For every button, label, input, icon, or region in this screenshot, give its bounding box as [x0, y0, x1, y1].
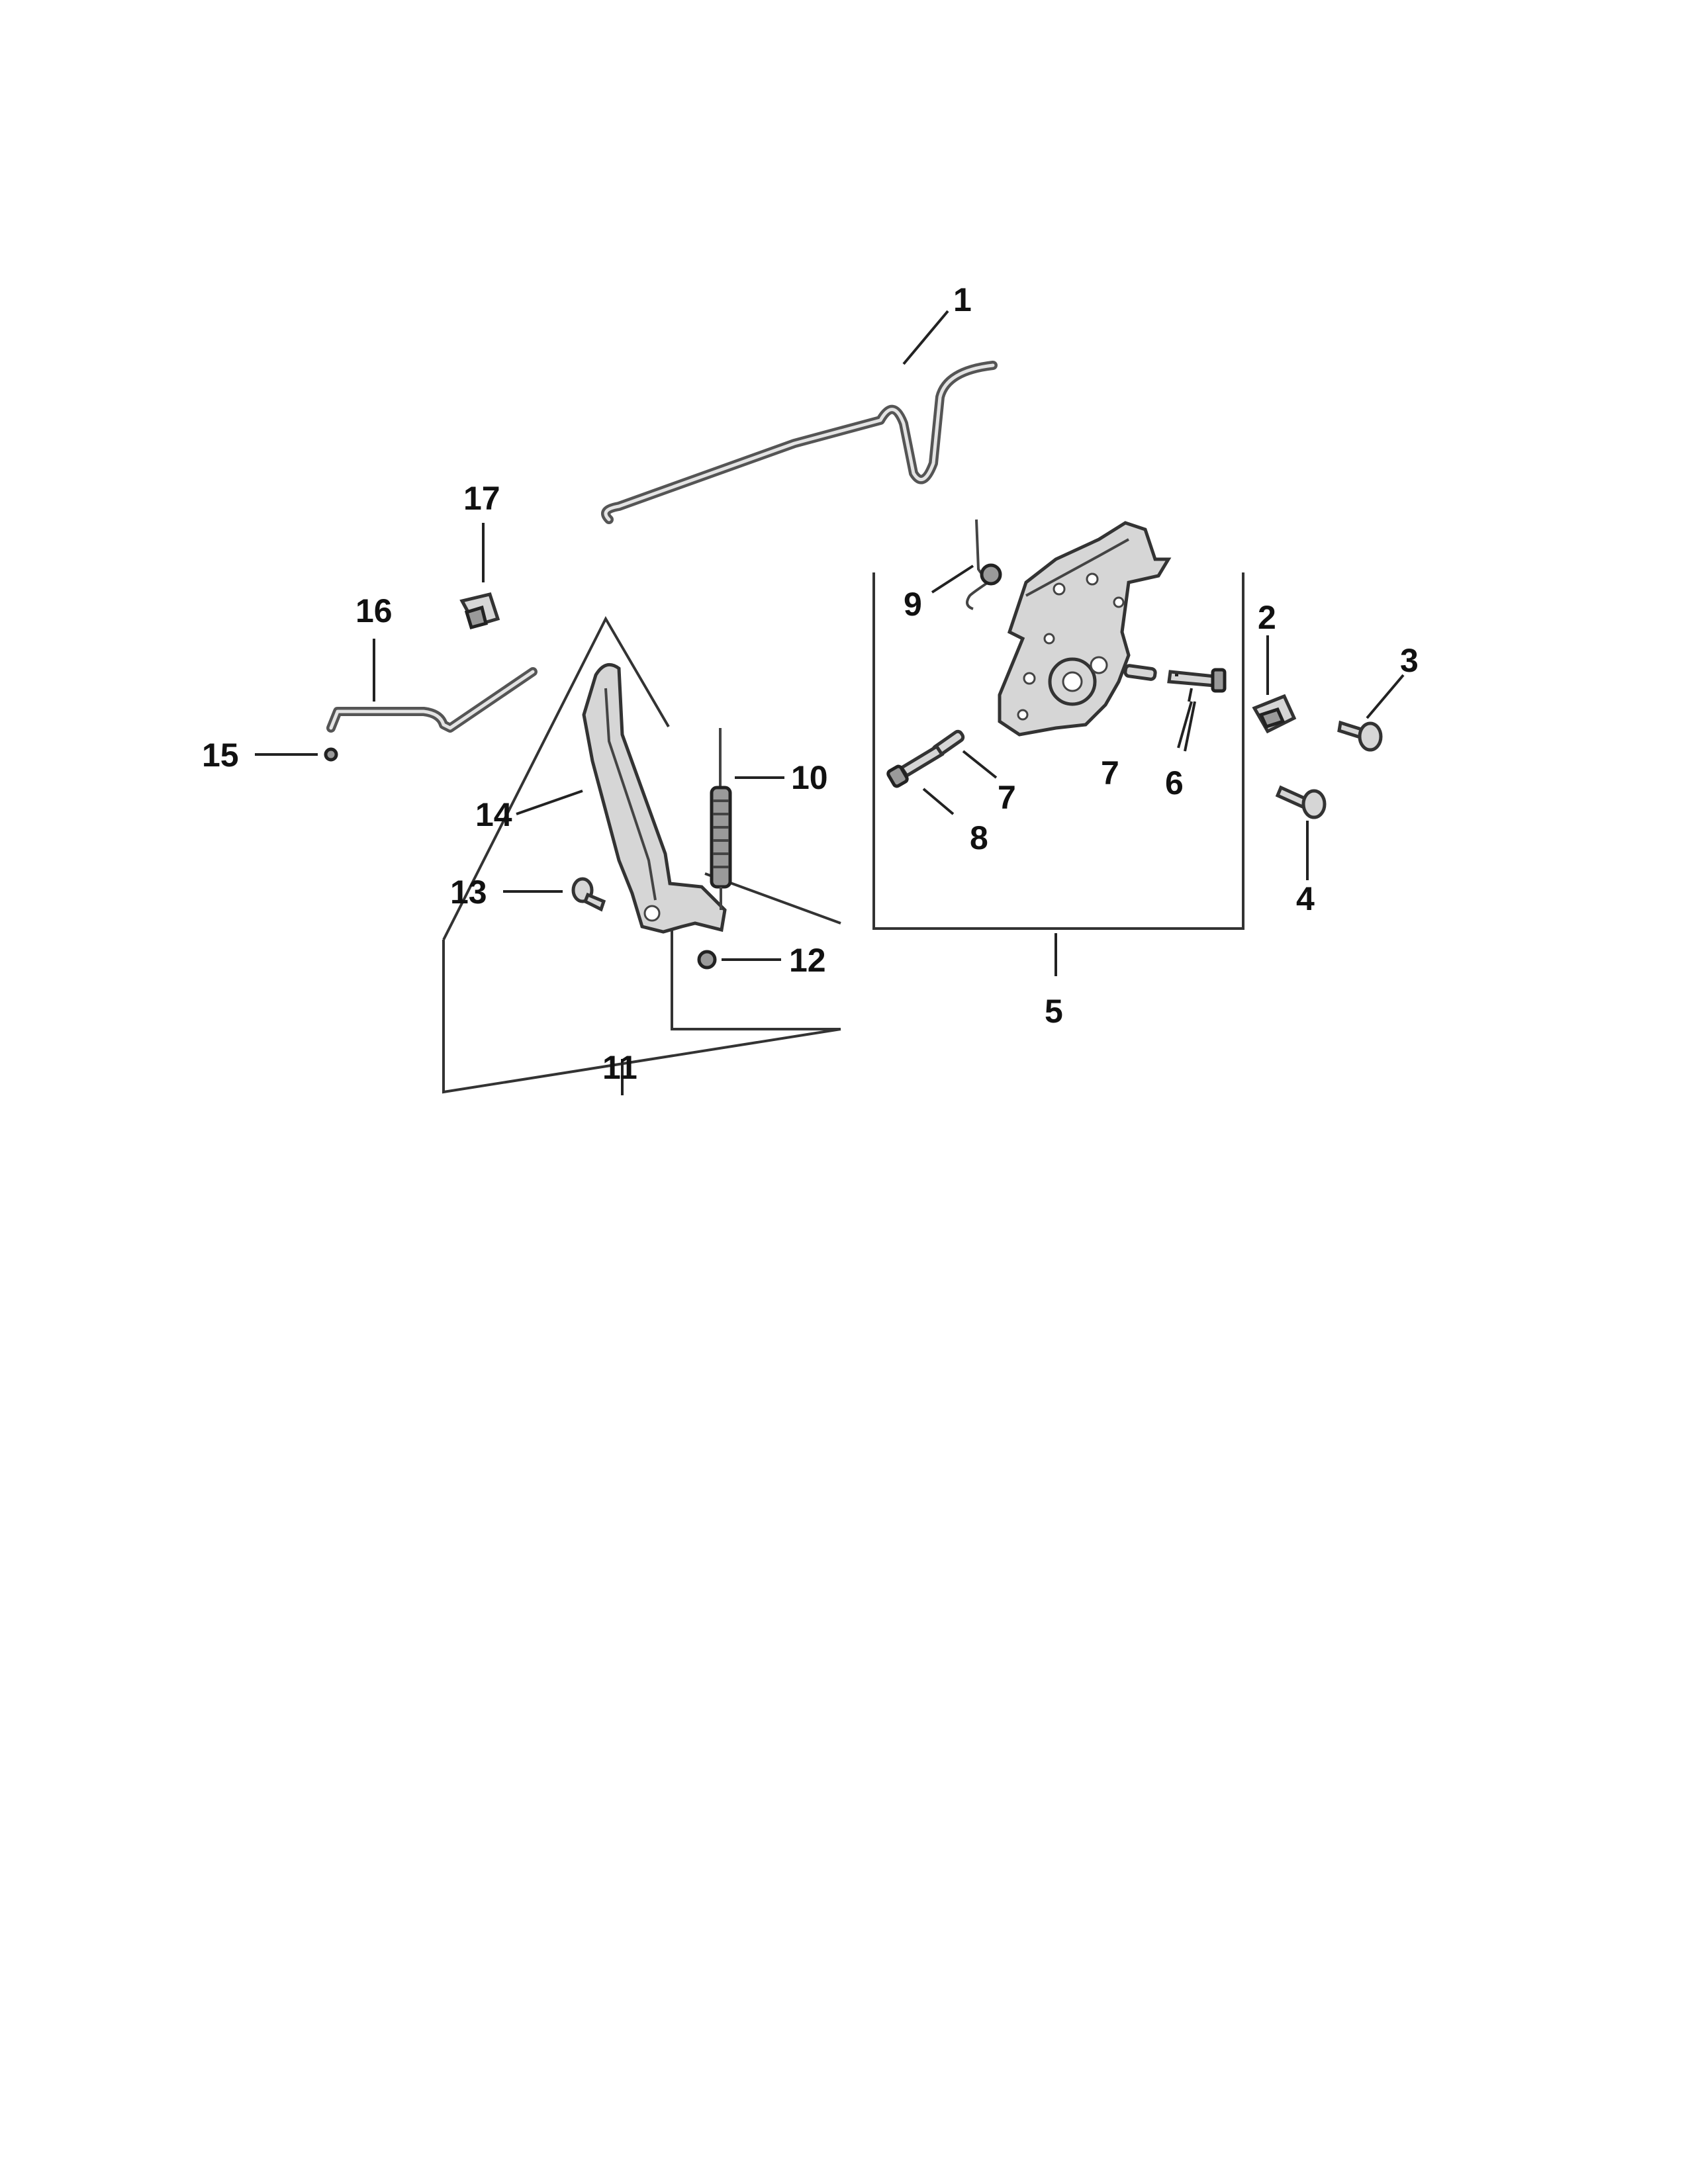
part-3-screw	[1337, 720, 1383, 752]
callout-17: 17	[463, 480, 500, 517]
callout-5: 5	[1045, 993, 1063, 1030]
part-1-rod	[601, 361, 998, 524]
part-16-link-rod	[326, 667, 538, 733]
callout-2: 2	[1258, 599, 1276, 636]
part-9-torsion-spring	[966, 519, 1002, 610]
group-11-frame	[442, 615, 841, 1094]
part-13-bolt	[571, 877, 606, 912]
callout-8: 8	[970, 819, 988, 856]
callout-15: 15	[202, 737, 239, 774]
callout-9: 9	[904, 586, 922, 623]
callout-3: 3	[1400, 642, 1419, 679]
callout-10: 10	[791, 759, 828, 796]
callout-labels: 1 17 16 15 14 13 10 12 11 9 2 3 4 5 7 6 …	[202, 281, 1419, 1086]
part-2-clip	[1252, 694, 1297, 734]
part-8-bolt	[886, 744, 945, 788]
part-10-spring	[710, 728, 732, 910]
part-14-pedal-lever	[582, 662, 727, 934]
callout-14: 14	[475, 796, 512, 833]
callout-4: 4	[1296, 880, 1315, 917]
part-12-nut	[697, 950, 717, 970]
part-7-spacer-upper	[1123, 664, 1157, 681]
callout-6: 6	[1165, 764, 1184, 801]
callout-16: 16	[355, 592, 393, 629]
part-17-fitting	[459, 592, 500, 630]
part-4-screw	[1275, 785, 1327, 819]
group-5-frame	[872, 572, 1244, 930]
callout-11: 11	[602, 1049, 637, 1086]
callout-13: 13	[450, 874, 487, 911]
part-6-bolt	[1167, 668, 1227, 693]
callout-7-upper: 7	[1101, 754, 1119, 792]
leader-lines	[255, 310, 1405, 1095]
callout-1: 1	[953, 281, 972, 318]
part-15-clip	[324, 747, 338, 762]
callout-7-lower: 7	[998, 779, 1016, 816]
callout-12: 12	[789, 942, 826, 979]
part-5-bracket-plate	[998, 521, 1172, 737]
